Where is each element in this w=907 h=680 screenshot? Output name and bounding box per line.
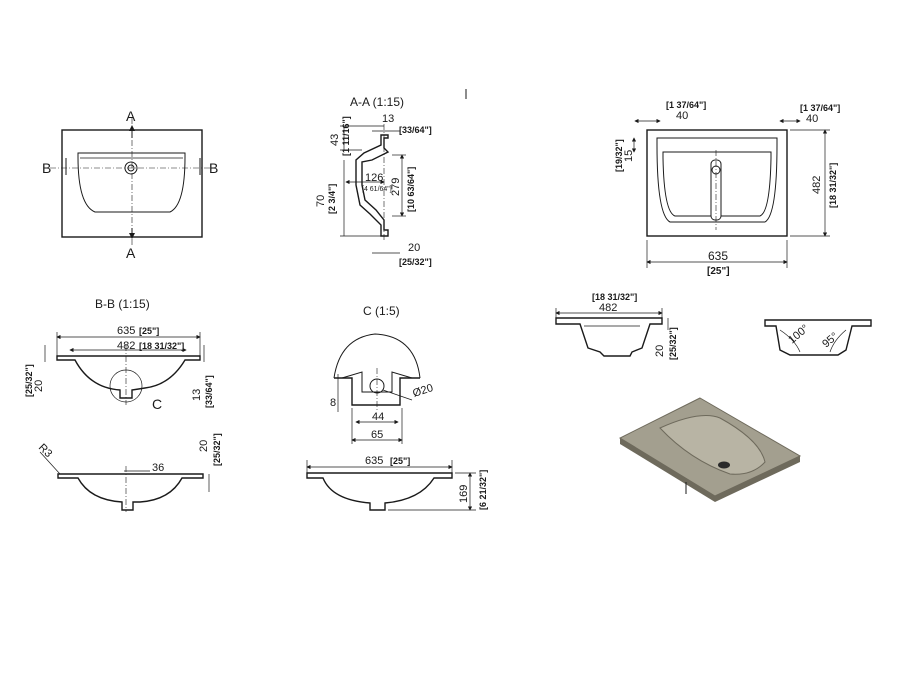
- aa-dim-43-in: [1 11/16"]: [341, 116, 351, 156]
- profile-dim-r3: R3: [36, 442, 54, 460]
- iso-view: [618, 397, 802, 502]
- bb-dim-13: 13: [191, 389, 203, 401]
- detail-c-dim-8: 8: [330, 397, 336, 409]
- plan-dim-40-left-in: [1 37/64"]: [666, 100, 706, 110]
- label-a-bottom: A: [126, 245, 136, 261]
- side-right-dim-20: 20: [654, 345, 666, 357]
- section-bb: B-B (1:15) 635 [25"] 482 [18 31/32"] 20 …: [24, 297, 214, 412]
- aa-dim-13: 13: [382, 113, 394, 125]
- aa-dim-13-in: [33/64"]: [399, 125, 432, 135]
- label-b-right: B: [209, 160, 218, 176]
- bb-dim-482-in: [18 31/32"]: [139, 341, 184, 351]
- iso-edge-right: [715, 456, 800, 502]
- bb-dim-20-in: [25/32"]: [24, 364, 34, 397]
- front-dim-635-in: [25"]: [390, 456, 410, 466]
- aa-dim-70: 70: [315, 195, 327, 207]
- front-dim-169: 169: [458, 485, 470, 503]
- plan-dim-482: 482: [811, 176, 823, 194]
- label-b-left: B: [42, 160, 51, 176]
- detail-c: C (1:5) 8 44 65 Ø20: [330, 304, 435, 444]
- profile-dim-20-in: [25/32"]: [212, 433, 222, 466]
- iso-edge-front: [620, 438, 715, 502]
- bb-dim-13-in: [33/64"]: [204, 375, 214, 408]
- profile-dim-20: 20: [198, 440, 210, 452]
- aa-dim-126-in: [4 61/64"]: [362, 186, 392, 193]
- aa-dim-70-in: [2 3/4"]: [327, 184, 337, 214]
- side-right-dim-482-in: [18 31/32"]: [592, 292, 637, 302]
- section-aa-title: A-A (1:15): [350, 95, 404, 109]
- side-right-dim-20-in: [25/32"]: [668, 327, 678, 360]
- detail-c-dim-20: Ø20: [411, 382, 434, 400]
- plan-dim-40-right: 40: [806, 113, 818, 125]
- profile-dim-36: 36: [152, 462, 164, 474]
- side-view-right: [18 31/32"] 482 20 [25/32"]: [555, 292, 678, 360]
- front-dim-169-in: [6 21/32"]: [478, 470, 488, 510]
- aa-dim-43: 43: [329, 134, 341, 146]
- label-a-top: A: [126, 108, 136, 124]
- aa-dim-126: 126: [365, 172, 383, 184]
- plan-dim-635: 635: [708, 249, 728, 263]
- top-view: A A B B: [42, 108, 218, 261]
- profile-view: R3 36 20 [25/32"]: [36, 433, 222, 512]
- bb-dim-635: 635: [117, 325, 135, 337]
- front-view: 635 [25"] 169 [6 21/32"]: [306, 455, 488, 511]
- plan-dim-40-right-in: [1 37/64"]: [800, 103, 840, 113]
- plan-dim-15-in: [19/32"]: [614, 139, 624, 172]
- iso-drain: [718, 461, 730, 469]
- iso-basin: [659, 415, 766, 475]
- plan-dim-15: 15: [623, 150, 635, 162]
- aa-dim-279-in: [10 63/64"]: [406, 167, 416, 212]
- aa-dim-20-in: [25/32"]: [399, 257, 432, 267]
- side-view-angles: 100° 95°: [764, 319, 872, 356]
- plan-dim-635-in: [25"]: [707, 266, 730, 277]
- bb-dim-20: 20: [33, 380, 45, 392]
- bb-dim-635-in: [25"]: [139, 326, 159, 336]
- plan-dim-482-in: [18 31/32"]: [828, 163, 838, 208]
- detail-c-dim-44: 44: [372, 411, 384, 423]
- section-bb-title: B-B (1:15): [95, 297, 150, 311]
- section-aa: A-A (1:15) 13 [33/64"] 43 [1 11/16"] 126…: [315, 95, 432, 267]
- detail-c-title: C (1:5): [363, 304, 400, 318]
- detail-c-dim-65: 65: [371, 429, 383, 441]
- aa-dim-20: 20: [408, 242, 420, 254]
- plan-view: [1 37/64"] 40 [1 37/64"] 40 15 [19/32"] …: [614, 100, 840, 277]
- front-dim-635: 635: [365, 455, 383, 467]
- bb-dim-482: 482: [117, 340, 135, 352]
- aa-dim-279: 279: [390, 178, 402, 196]
- plan-dim-40-left: 40: [676, 110, 688, 122]
- bb-detail-label: C: [152, 396, 162, 412]
- side-right-dim-482: 482: [599, 302, 617, 314]
